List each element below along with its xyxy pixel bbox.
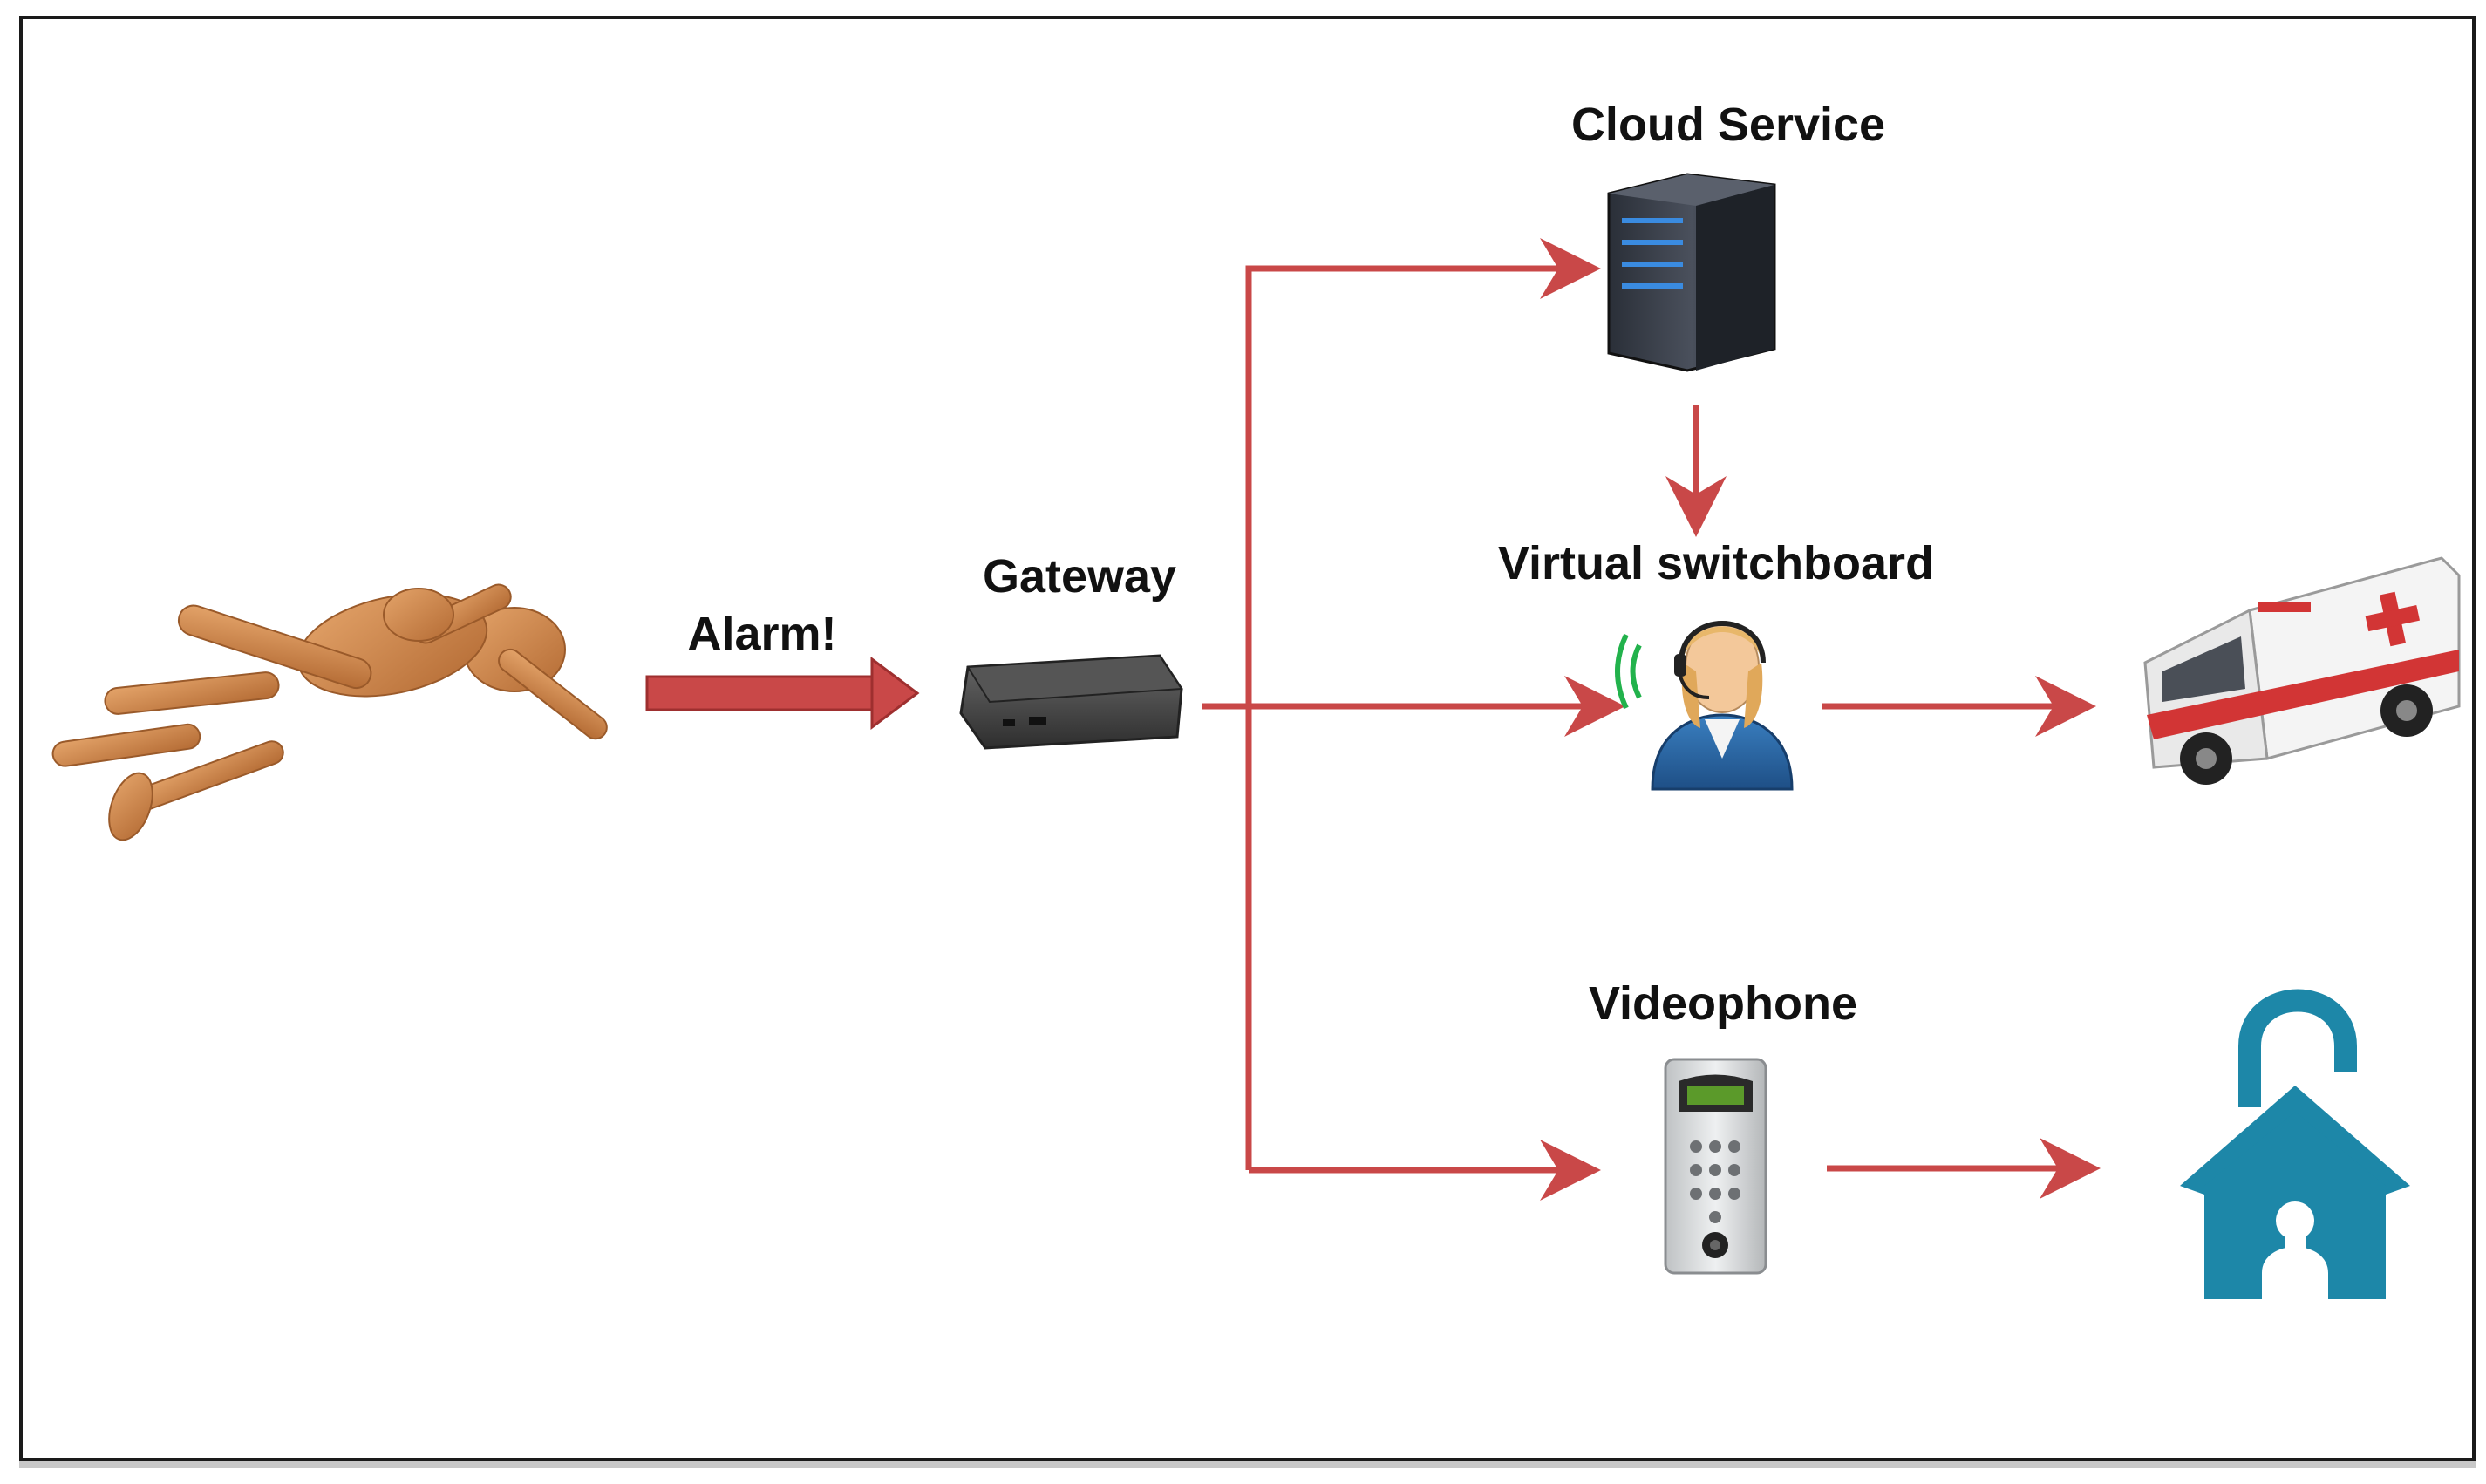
operator-headset-icon bbox=[1615, 621, 1794, 791]
alarm-arrow bbox=[645, 657, 920, 730]
connector-lines bbox=[1202, 238, 2101, 1201]
arrow-gateway-to-cloud bbox=[1245, 238, 1601, 1170]
cloud-service-label: Cloud Service bbox=[1570, 99, 1886, 151]
gateway-label: Gateway bbox=[982, 550, 1177, 602]
frame-shadow bbox=[19, 1461, 2476, 1468]
door-intercom-icon bbox=[1664, 1058, 1767, 1275]
fallen-mannequin-icon bbox=[51, 583, 608, 841]
alarm-label: Alarm! bbox=[687, 608, 837, 660]
virtual-switchboard-label: Virtual switchboard bbox=[1497, 537, 1935, 589]
videophone-label: Videophone bbox=[1588, 977, 1858, 1030]
gateway-device-icon bbox=[959, 654, 1183, 750]
ambulance-icon bbox=[2143, 556, 2461, 785]
house-unlock-icon bbox=[2180, 989, 2410, 1299]
server-icon bbox=[1607, 173, 1776, 372]
